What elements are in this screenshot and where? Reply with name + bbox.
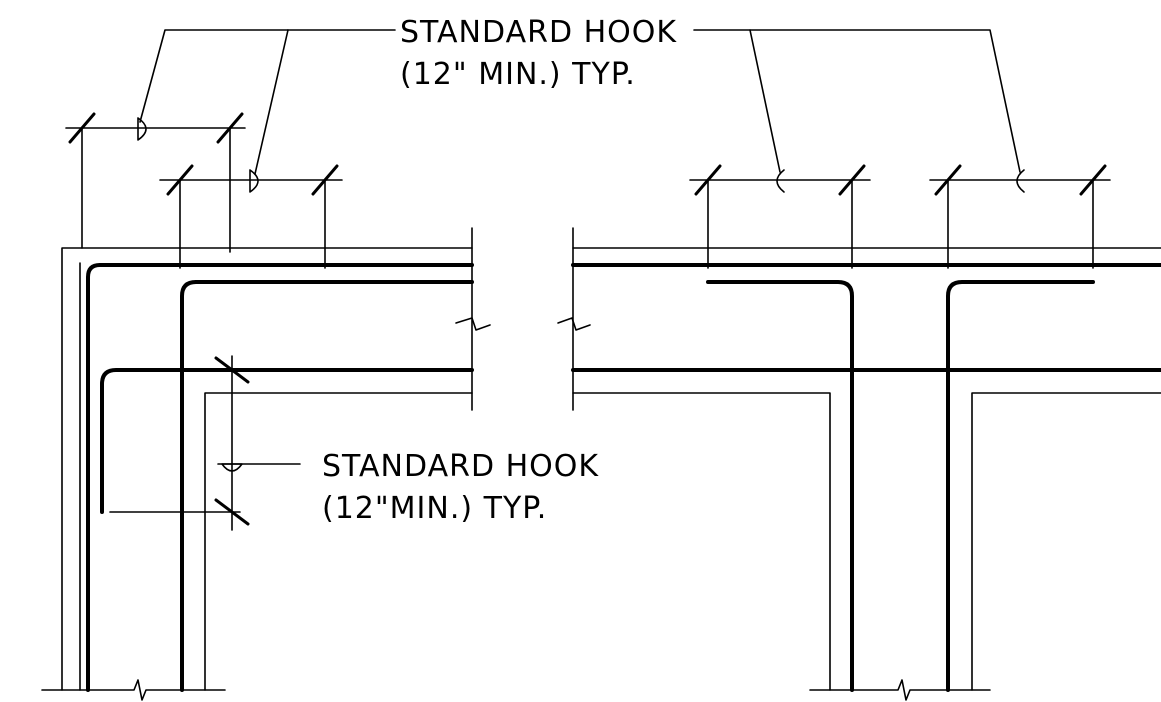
dim-symbol-c bbox=[1016, 169, 1025, 193]
left-note-line2: (12"MIN.) TYP. bbox=[322, 491, 547, 526]
left-outer-top-bar-hook bbox=[86, 263, 230, 692]
leader-to-left-outer bbox=[139, 29, 396, 123]
dimension-vertical-hook bbox=[109, 355, 250, 531]
right-joint-assembly bbox=[571, 247, 1161, 701]
left-concrete-outer-outline bbox=[61, 247, 473, 691]
tick bbox=[216, 112, 244, 144]
dim-symbol-c bbox=[776, 169, 785, 193]
tick bbox=[166, 164, 194, 196]
top-note-line1: STANDARD HOOK bbox=[400, 15, 677, 50]
tick bbox=[68, 112, 96, 144]
tick bbox=[934, 164, 962, 196]
leader-to-right-a bbox=[749, 29, 781, 173]
right-hook-a bbox=[706, 280, 854, 692]
left-inner-top-bar-hook bbox=[180, 280, 327, 692]
right-hook-b bbox=[946, 280, 1095, 692]
dimension-left-inner bbox=[159, 164, 343, 269]
break-zigzag-left bbox=[455, 317, 491, 331]
dimension-right-a bbox=[689, 164, 871, 269]
top-note-line2: (12" MIN.) TYP. bbox=[400, 57, 636, 92]
dimension-right-b bbox=[929, 164, 1111, 269]
leader-to-left-inner bbox=[254, 29, 289, 175]
tick bbox=[214, 498, 250, 526]
dim-symbol-d bbox=[137, 117, 147, 141]
dimension-left-outer bbox=[65, 112, 246, 253]
tick bbox=[214, 356, 250, 384]
tick bbox=[838, 164, 866, 196]
tick bbox=[694, 164, 722, 196]
left-corner-assembly bbox=[41, 247, 474, 701]
right-concrete-inner-outline-a bbox=[572, 392, 831, 691]
left-concrete-inner-outline bbox=[204, 392, 473, 691]
dim-symbol-d bbox=[249, 169, 259, 193]
right-concrete-inner-outline-b bbox=[971, 392, 1161, 691]
break-zigzag-right bbox=[557, 317, 591, 331]
left-bottom-bar-hook bbox=[100, 368, 474, 514]
left-bottom-break-line bbox=[41, 679, 226, 701]
tick bbox=[311, 164, 339, 196]
top-note-leaders bbox=[139, 29, 1021, 175]
beam-break-symbol bbox=[455, 227, 591, 411]
tick bbox=[1079, 164, 1107, 196]
right-bottom-break-line bbox=[809, 679, 991, 701]
leader-to-right bbox=[693, 29, 1021, 173]
left-note-line1: STANDARD HOOK bbox=[322, 449, 599, 484]
